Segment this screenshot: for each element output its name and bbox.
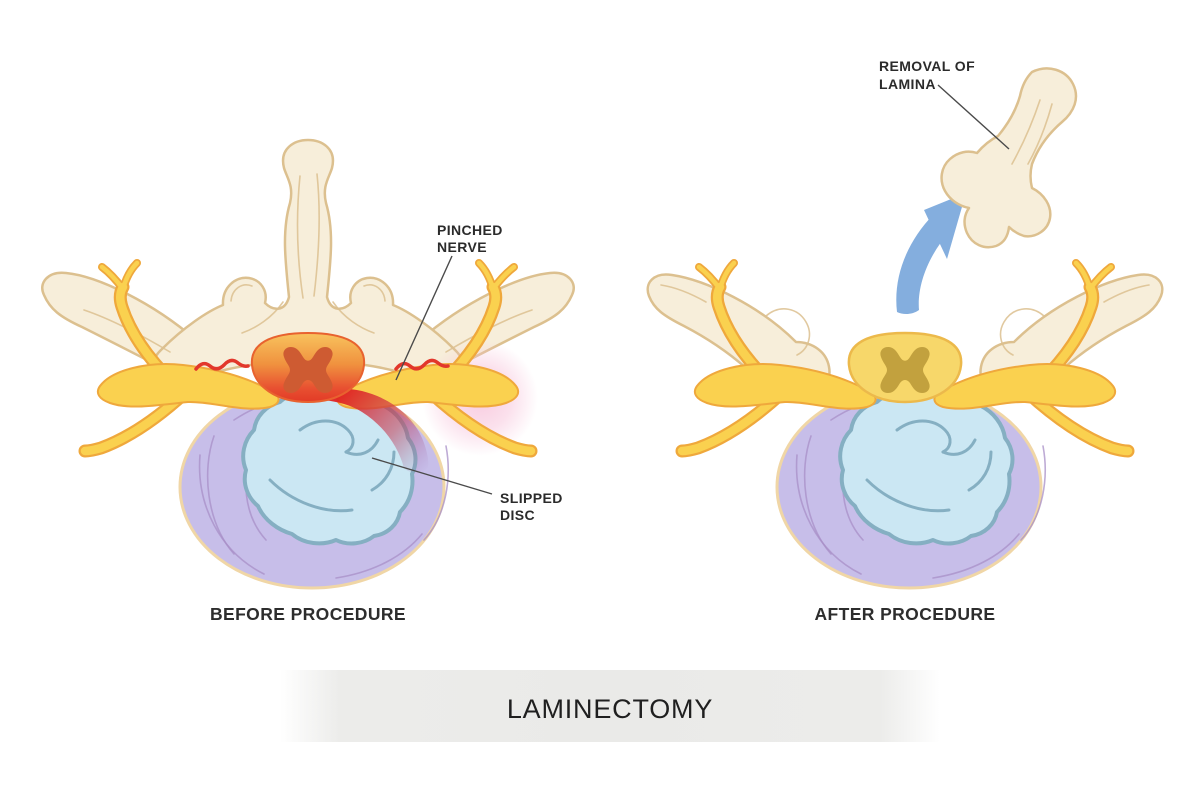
after-caption: AFTER PROCEDURE — [814, 604, 995, 624]
slipped-disc-text-line1: SLIPPED — [500, 490, 563, 506]
removal-of-lamina-leader-line — [937, 84, 1010, 150]
pinched-nerve-label: PINCHED NERVE — [395, 222, 503, 381]
pinched-nerve-leader-line — [395, 255, 453, 381]
intervertebral-disc — [178, 384, 451, 590]
nerve-inflammation-left — [194, 358, 250, 371]
removed-lamina-bone — [940, 67, 1078, 249]
laminectomy-banner: LAMINECTOMY — [280, 670, 940, 742]
slipped-disc-leader-line — [371, 457, 493, 495]
slipped-disc-label: SLIPPED DISC — [371, 457, 563, 523]
banner-title: LAMINECTOMY — [507, 694, 713, 724]
disc-compression-redness — [290, 388, 429, 473]
pinched-nerve-text-line1: PINCHED — [437, 222, 503, 238]
slipped-disc-text-line2: DISC — [500, 507, 535, 523]
curved-arrow-icon — [896, 193, 966, 315]
intervertebral-disc-after — [775, 384, 1048, 590]
removal-of-lamina-text-line1: REMOVAL OF — [879, 58, 975, 74]
banner-background — [280, 670, 940, 742]
removal-of-lamina-text-line2: LAMINA — [879, 76, 936, 92]
nerve-inflammation-right — [394, 358, 450, 371]
before-panel: PINCHED NERVE SLIPPED DISC BEFORE PROCED… — [41, 138, 575, 624]
removal-of-lamina-label: REMOVAL OF LAMINA — [879, 58, 1010, 150]
after-panel: REMOVAL OF LAMINA AFTER PROCEDURE — [646, 58, 1164, 624]
pinched-nerve-text-line2: NERVE — [437, 239, 487, 255]
before-caption: BEFORE PROCEDURE — [210, 604, 406, 624]
